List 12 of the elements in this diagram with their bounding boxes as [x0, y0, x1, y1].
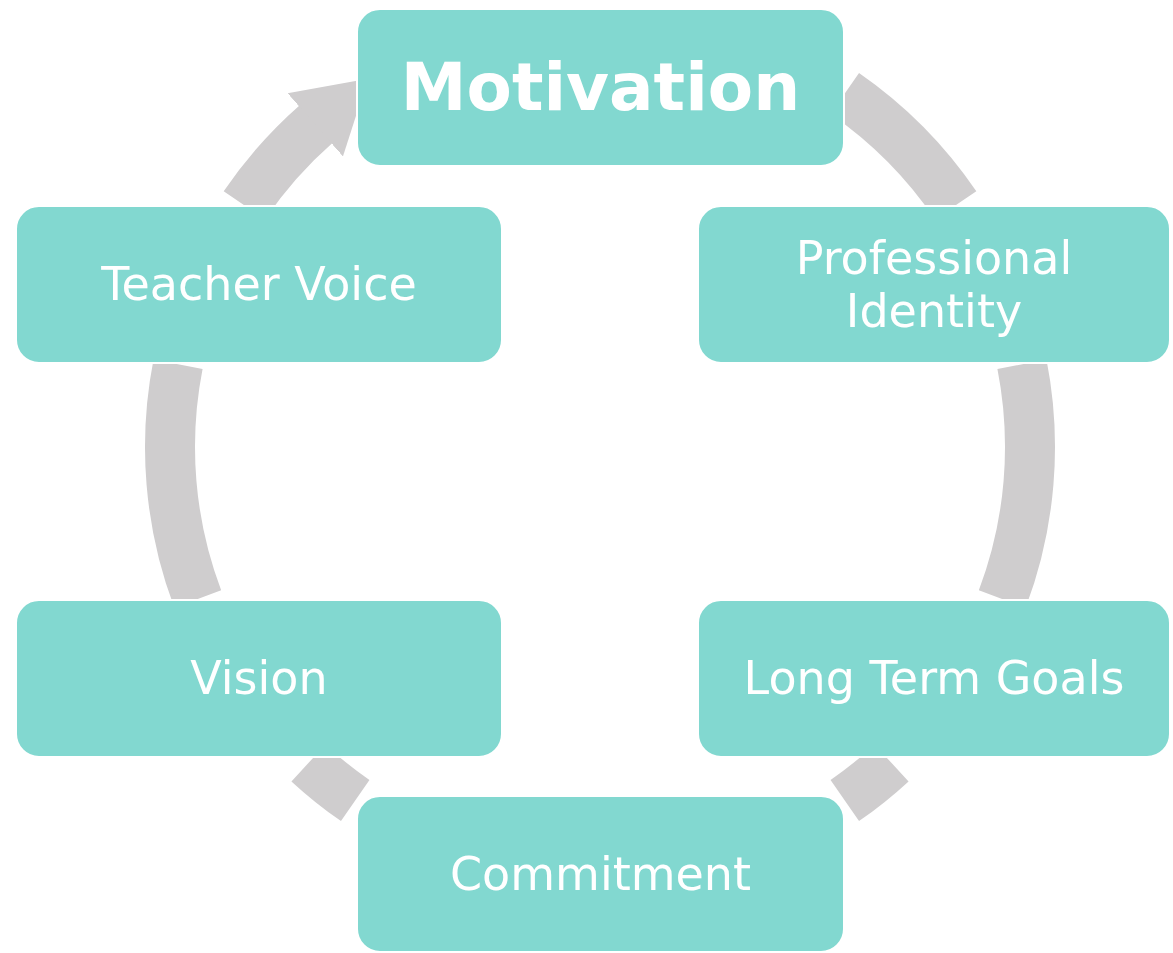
step-box [356, 795, 845, 953]
step-label: Motivation [400, 49, 801, 126]
step-label: Long Term Goals [743, 652, 1125, 705]
step-box [697, 205, 1171, 364]
step-label: Teacher Voice [101, 258, 417, 311]
step-box [15, 205, 503, 364]
step-box [356, 8, 845, 167]
step-box [697, 599, 1171, 758]
step-box [15, 599, 503, 758]
step-label: Commitment [450, 847, 751, 901]
step-label: Vision [190, 652, 328, 705]
step-label: Professional Identity [794, 231, 1074, 338]
